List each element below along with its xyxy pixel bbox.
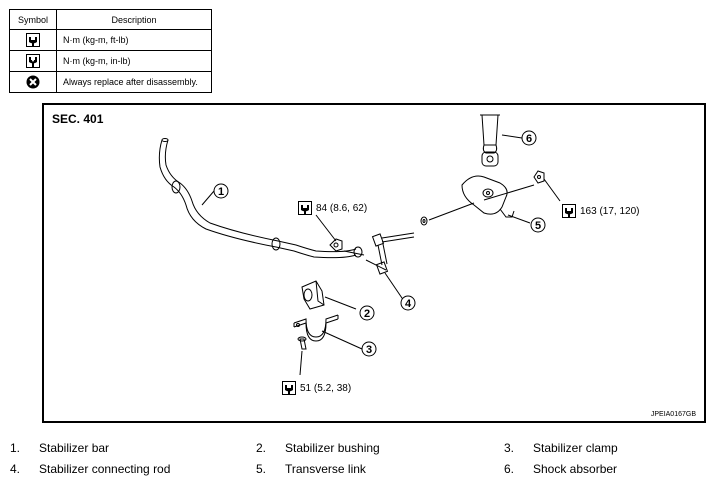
shock-absorber bbox=[480, 114, 500, 167]
legend-description: N·m (kg-m, in-lb) bbox=[56, 50, 212, 72]
part-number-label: 6 bbox=[526, 133, 532, 145]
part-list-number: 2. bbox=[256, 441, 267, 455]
torque-wrench-icon bbox=[298, 201, 312, 215]
legend-description: N·m (kg-m, ft-lb) bbox=[56, 29, 212, 51]
legend-row: Always replace after disassembly. bbox=[9, 71, 212, 93]
legend-row: N·m (kg-m, in-lb) bbox=[9, 50, 212, 72]
part-list-name: Stabilizer clamp bbox=[533, 441, 618, 455]
part-list-name: Stabilizer connecting rod bbox=[39, 462, 171, 476]
section-label: SEC. 401 bbox=[52, 112, 104, 126]
symbol-legend-table: Symbol Description N·m (kg-m, ft-lb) N·m… bbox=[9, 9, 212, 93]
torque-callout: 51 (5.2, 38) bbox=[282, 381, 351, 395]
leader-1 bbox=[201, 190, 215, 206]
leader-163 bbox=[543, 178, 561, 202]
legend-symbol-cell bbox=[9, 50, 57, 72]
diagram-frame: SEC. 401 bbox=[42, 103, 706, 423]
torque-wrench-small-icon bbox=[26, 54, 40, 68]
part-number-label: 3 bbox=[366, 344, 372, 356]
part-list-number: 4. bbox=[10, 462, 21, 476]
part-list-name: Stabilizer bushing bbox=[285, 441, 380, 455]
leader-84 bbox=[315, 214, 337, 242]
part-number-label: 1 bbox=[218, 186, 224, 198]
torque-value: 51 (5.2, 38) bbox=[300, 382, 352, 394]
part-number-label: 4 bbox=[405, 298, 412, 310]
part-list-number: 1. bbox=[10, 441, 21, 455]
part-list-name: Stabilizer bar bbox=[39, 441, 110, 455]
part-list-number: 3. bbox=[504, 441, 515, 455]
torque-wrench-icon bbox=[562, 204, 576, 218]
stabilizer-connecting-rod bbox=[343, 232, 415, 275]
stabilizer-bar bbox=[158, 139, 357, 259]
leader-6 bbox=[501, 134, 523, 139]
transverse-link bbox=[461, 175, 515, 218]
leader-3 bbox=[321, 330, 363, 350]
legend-header-row: Symbol Description bbox=[9, 9, 212, 30]
legend-row: N·m (kg-m, ft-lb) bbox=[9, 29, 212, 51]
stabilizer-clamp bbox=[293, 314, 339, 342]
part-number-callout: 3 bbox=[361, 341, 377, 357]
part-list-name: Transverse link bbox=[285, 462, 366, 476]
part-list-number: 6. bbox=[504, 462, 515, 476]
part-number-label: 2 bbox=[364, 308, 370, 320]
legend-header-description: Description bbox=[56, 9, 212, 30]
part-number-callout: 4 bbox=[400, 295, 416, 311]
leader-2 bbox=[324, 296, 357, 310]
replace-part-icon bbox=[26, 75, 40, 89]
part-list-name: Shock absorber bbox=[533, 462, 618, 476]
leader-51 bbox=[299, 350, 303, 376]
legend-header-symbol: Symbol bbox=[9, 9, 57, 30]
part-number-label: 5 bbox=[535, 220, 541, 232]
stabilizer-bushing bbox=[301, 280, 325, 310]
legend-description: Always replace after disassembly. bbox=[56, 71, 212, 93]
torque-wrench-icon bbox=[26, 33, 40, 47]
leader-4 bbox=[384, 272, 405, 302]
torque-wrench-icon bbox=[282, 381, 296, 395]
part-list-number: 5. bbox=[256, 462, 267, 476]
part-number-callout: 6 bbox=[521, 130, 537, 146]
part-number-callout: 1 bbox=[213, 183, 229, 199]
figure-id: JPEIA0167GB bbox=[650, 411, 696, 418]
legend-symbol-cell bbox=[9, 71, 57, 93]
torque-callout: 84 (8.6, 62) bbox=[298, 201, 367, 215]
part-number-callout: 2 bbox=[359, 305, 375, 321]
leader-5 bbox=[507, 214, 531, 224]
suspension-diagram: 1 2 3 4 5 6 bbox=[158, 114, 561, 376]
legend-symbol-cell bbox=[9, 29, 57, 51]
torque-value: 163 (17, 120) bbox=[580, 205, 640, 217]
torque-value: 84 (8.6, 62) bbox=[316, 202, 368, 214]
torque-callout: 163 (17, 120) bbox=[562, 204, 640, 218]
part-number-callout: 5 bbox=[530, 217, 546, 233]
